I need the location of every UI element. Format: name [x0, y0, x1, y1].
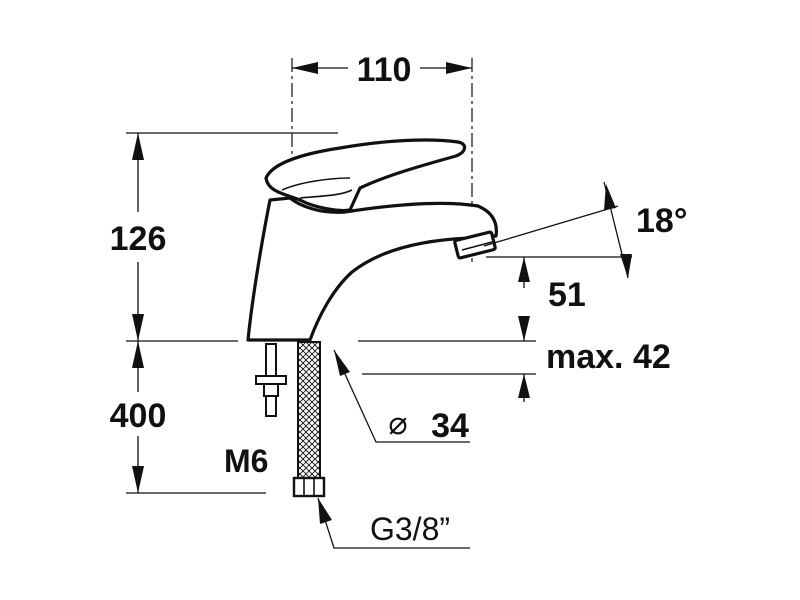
connection-leader: G3/8” [317, 497, 470, 549]
max-thickness-dimension: max. 42 [358, 338, 671, 402]
mount-depth-dimension: 400 [110, 341, 266, 494]
diameter-leader: ⌀ 34 [333, 349, 470, 445]
thread-stud-label: M6 [224, 443, 268, 479]
height-label: 126 [110, 220, 167, 258]
max-thickness-label: max. 42 [546, 338, 671, 376]
width-dimension: 110 [292, 51, 472, 89]
faucet-body [246, 138, 498, 342]
tilt-angle-label: 18° [636, 202, 687, 240]
diameter-symbol: ⌀ [388, 405, 407, 441]
mounting-stud [255, 343, 287, 417]
diameter-label: 34 [431, 407, 469, 445]
supply-hose [292, 341, 326, 498]
spout-height-dimension: 51 [486, 256, 632, 341]
connection-label: G3/8” [370, 511, 450, 547]
spout-height-label: 51 [548, 276, 586, 314]
height-dimension: 126 [110, 132, 338, 342]
width-label: 110 [357, 51, 412, 89]
mount-depth-label: 400 [110, 397, 167, 435]
tilt-angle-dimension: 18° [483, 181, 687, 279]
